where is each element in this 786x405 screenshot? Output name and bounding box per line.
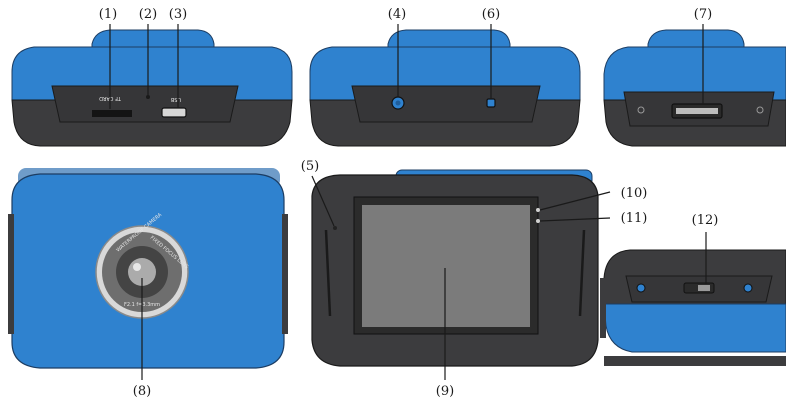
view-side-switch: (12): [600, 213, 786, 366]
view-bottom-ports: TF CARD USB (1) (2) (3): [11, 7, 293, 147]
view-front-lens: WATERPROOF CAMERA FIXED FOCUS LENS F2.1 …: [8, 168, 288, 399]
screw-left: [636, 283, 646, 293]
view-top-buttons: (4) (6): [309, 7, 581, 147]
callout-4: (4): [388, 7, 406, 22]
callout-1: (1): [99, 7, 117, 22]
usb-label: USB: [170, 96, 181, 102]
callout-10: (10): [621, 186, 648, 201]
callout-12: (12): [692, 213, 719, 228]
screw-right: [743, 283, 753, 293]
usb-port: [161, 107, 187, 118]
view-rear-screen: (5) (10) (11) (9): [301, 159, 648, 399]
indicator-led-1: [536, 208, 540, 212]
callout-7: (7): [694, 7, 712, 22]
tf-card-slot: [92, 110, 132, 117]
speaker-hole: [333, 226, 337, 230]
callout-6: (6): [482, 7, 500, 22]
callout-3: (3): [169, 7, 187, 22]
callout-5: (5): [301, 159, 319, 174]
microphone-hole: [146, 95, 150, 99]
power-button: [486, 98, 496, 108]
lcd-screen: [362, 205, 530, 327]
indicator-led-2: [536, 219, 540, 223]
callout-11: (11): [621, 211, 648, 226]
callout-2: (2): [139, 7, 157, 22]
callout-8: (8): [133, 384, 151, 399]
view-side-connector: (7): [603, 7, 786, 147]
callout-9: (9): [436, 384, 454, 399]
